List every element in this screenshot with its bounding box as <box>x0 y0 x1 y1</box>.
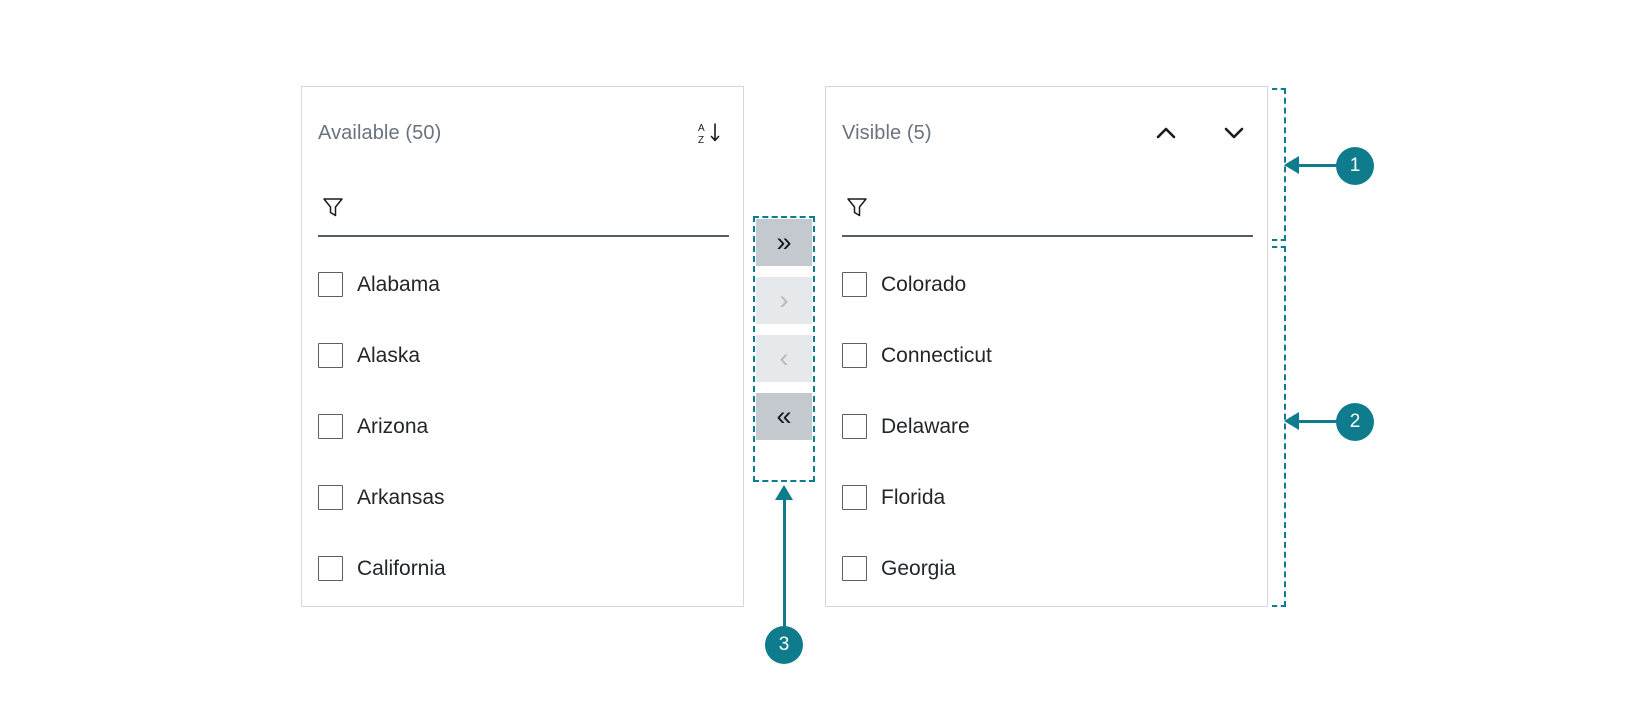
annotation-arrowhead-3 <box>775 485 793 500</box>
option-label: Florida <box>881 485 946 509</box>
visible-option-list: Colorado Connecticut Delaware Florida Ge… <box>826 239 1267 606</box>
option-label: Arkansas <box>357 485 445 509</box>
visible-filter-row[interactable] <box>842 179 1253 237</box>
annotation-badge-2: 2 <box>1336 403 1374 441</box>
list-item[interactable]: Delaware <box>842 391 1251 462</box>
funnel-filter-icon <box>318 192 348 222</box>
checkbox-unchecked-icon[interactable] <box>842 272 867 297</box>
visible-panel-header: Visible (5) <box>826 87 1267 179</box>
option-label: Connecticut <box>881 343 992 367</box>
available-panel-title: Available (50) <box>318 121 442 144</box>
annotation-arrowhead-1 <box>1284 156 1299 174</box>
move-all-right-button[interactable]: » <box>756 219 812 266</box>
annotation-leader-line-3 <box>783 498 786 630</box>
move-selected-right-button[interactable]: › <box>756 277 812 324</box>
list-item[interactable]: Connecticut <box>842 320 1251 391</box>
available-option-list: Alabama Alaska Arizona Arkansas Californ… <box>302 239 743 606</box>
chevron-down-icon[interactable] <box>1217 116 1251 150</box>
visible-panel-title: Visible (5) <box>842 121 932 144</box>
option-label: Georgia <box>881 556 956 580</box>
available-panel-header: Available (50) A Z <box>302 87 743 179</box>
available-filter-row[interactable] <box>318 179 729 237</box>
available-filter-input[interactable] <box>348 189 729 225</box>
move-all-left-button[interactable]: « <box>756 393 812 440</box>
annotation-badge-1: 1 <box>1336 147 1374 185</box>
list-item[interactable]: Alaska <box>318 320 727 391</box>
visible-header-actions <box>1149 116 1251 150</box>
list-item[interactable]: Colorado <box>842 249 1251 320</box>
checkbox-unchecked-icon[interactable] <box>842 485 867 510</box>
option-label: Alaska <box>357 343 421 367</box>
checkbox-unchecked-icon[interactable] <box>318 556 343 581</box>
move-selected-left-button[interactable]: ‹ <box>756 335 812 382</box>
visible-panel: Visible (5) <box>825 86 1268 607</box>
checkbox-unchecked-icon[interactable] <box>318 414 343 439</box>
sort-az-descending-icon[interactable]: A Z <box>693 116 727 150</box>
checkbox-unchecked-icon[interactable] <box>318 485 343 510</box>
svg-text:Z: Z <box>698 135 704 146</box>
checkbox-unchecked-icon[interactable] <box>318 343 343 368</box>
funnel-filter-icon <box>842 192 872 222</box>
list-item[interactable]: Arkansas <box>318 462 727 533</box>
checkbox-unchecked-icon[interactable] <box>842 556 867 581</box>
option-label: Alabama <box>357 272 440 296</box>
list-item[interactable]: Arizona <box>318 391 727 462</box>
option-label: Delaware <box>881 414 970 438</box>
transfer-button-column: » › ‹ « <box>756 219 812 440</box>
svg-text:A: A <box>698 123 705 134</box>
checkbox-unchecked-icon[interactable] <box>842 414 867 439</box>
checkbox-unchecked-icon[interactable] <box>318 272 343 297</box>
annotation-leader-line-2 <box>1296 420 1340 423</box>
option-label: Colorado <box>881 272 967 296</box>
chevron-up-icon[interactable] <box>1149 116 1183 150</box>
list-item[interactable]: Georgia <box>842 533 1251 604</box>
available-panel: Available (50) A Z <box>301 86 744 607</box>
available-header-actions: A Z <box>693 116 727 150</box>
annotation-badge-3: 3 <box>765 626 803 664</box>
annotation-arrowhead-2 <box>1284 412 1299 430</box>
option-label: Arizona <box>357 414 429 438</box>
annotation-leader-line-1 <box>1296 164 1340 167</box>
visible-filter-input[interactable] <box>872 189 1253 225</box>
list-item[interactable]: Florida <box>842 462 1251 533</box>
list-item[interactable]: Alabama <box>318 249 727 320</box>
list-item[interactable]: California <box>318 533 727 604</box>
option-label: California <box>357 556 446 580</box>
checkbox-unchecked-icon[interactable] <box>842 343 867 368</box>
